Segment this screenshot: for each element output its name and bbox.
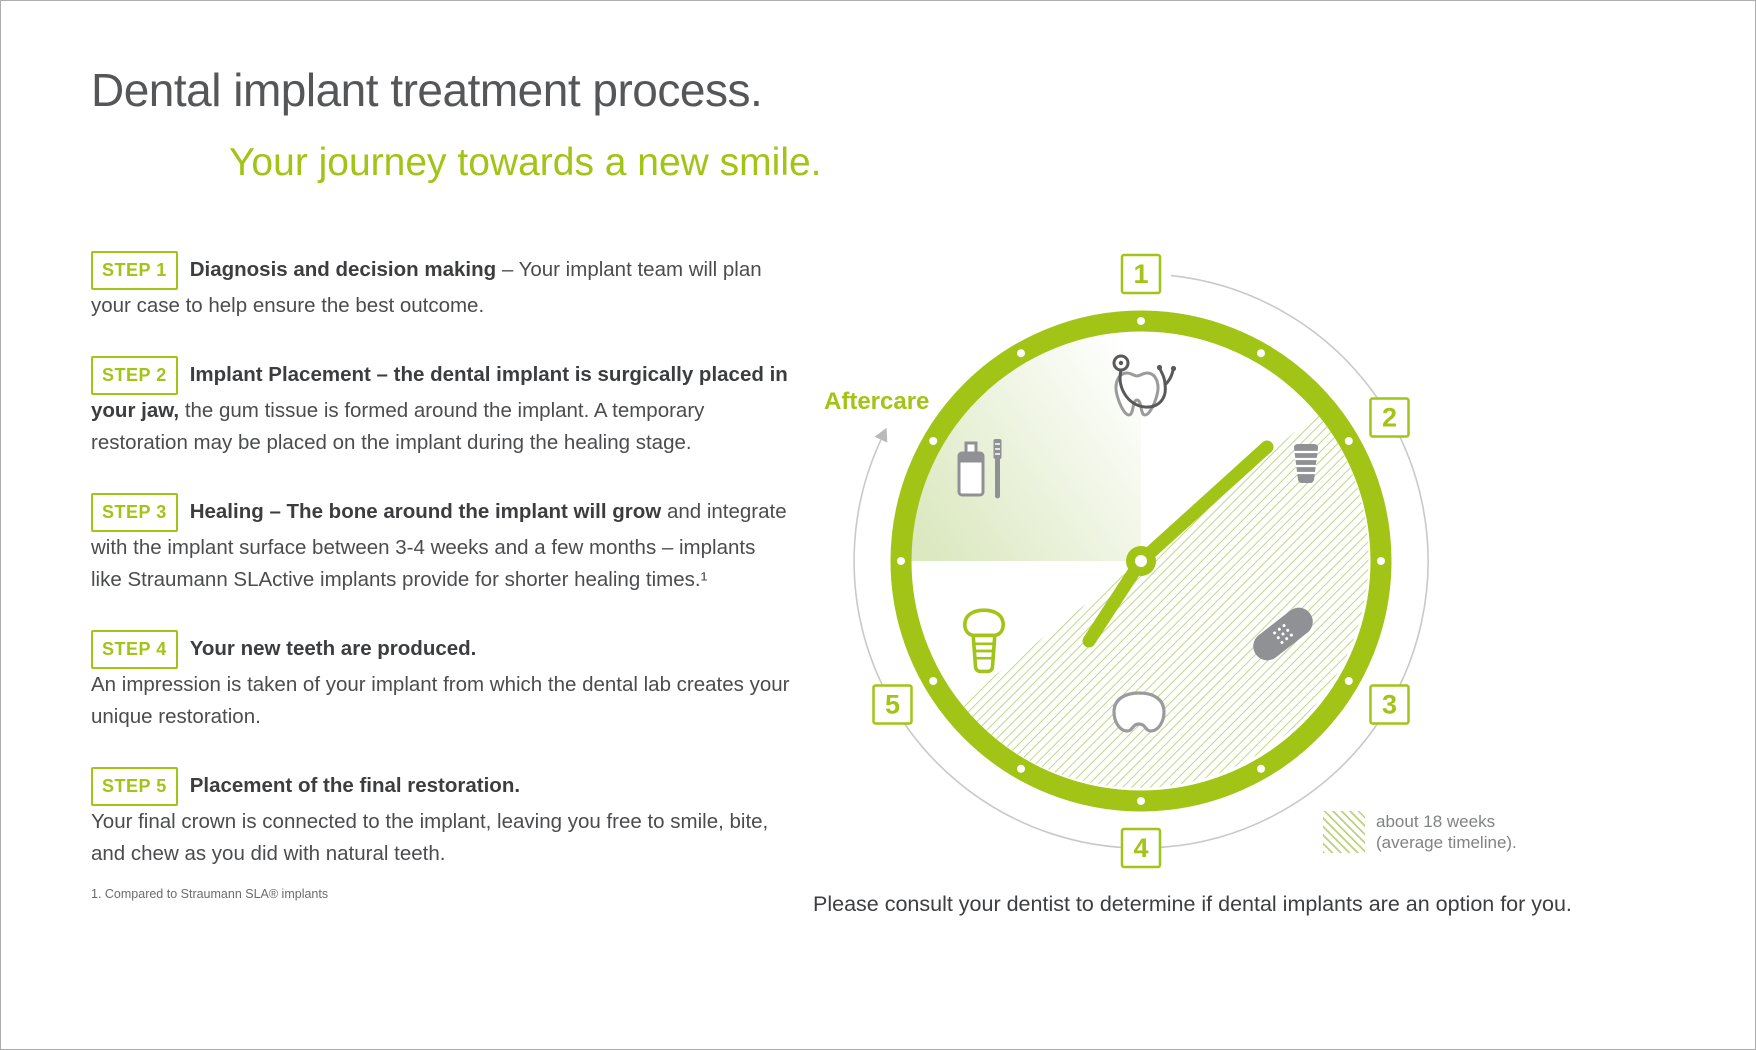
legend-line-2: (average timeline). bbox=[1376, 833, 1517, 852]
step-5-badge: STEP 5 bbox=[91, 767, 178, 806]
legend-line-1: about 18 weeks bbox=[1376, 812, 1496, 831]
page-title: Dental implant treatment process. bbox=[91, 64, 763, 116]
crown-icon bbox=[1112, 691, 1166, 733]
clock-step-3-label: 3 bbox=[1382, 690, 1397, 720]
clock-step-1: 1 bbox=[1120, 253, 1162, 295]
step-2-text: the gum tissue is formed around the impl… bbox=[91, 399, 705, 454]
step-3-text: and integrate with the implant surface b… bbox=[91, 500, 787, 591]
aftercare-zone bbox=[911, 331, 1141, 561]
timeline-legend: about 18 weeks (average timeline). bbox=[1323, 811, 1517, 853]
clock-step-5: 5 bbox=[872, 684, 913, 725]
cycle-arrow-icon bbox=[874, 427, 888, 443]
step-5-text: Your final crown is connected to the imp… bbox=[91, 810, 769, 865]
step-4-badge: STEP 4 bbox=[91, 630, 178, 669]
step-5: STEP 5 Placement of the final restoration… bbox=[91, 767, 791, 870]
clock-step-3: 3 bbox=[1369, 684, 1410, 725]
clock-step-5-label: 5 bbox=[885, 690, 900, 720]
healing-timeline-sector bbox=[959, 413, 1369, 788]
toothpaste-toothbrush-icon bbox=[957, 439, 1002, 499]
clock-hand-hour bbox=[1082, 554, 1148, 648]
step-4: STEP 4 Your new teeth are produced. An im… bbox=[91, 630, 791, 733]
step-1-heading: Diagnosis and decision making bbox=[189, 258, 497, 281]
tooth-stethoscope-icon bbox=[1112, 354, 1177, 417]
clock-step-2: 2 bbox=[1369, 397, 1410, 438]
step-2-badge: STEP 2 bbox=[91, 356, 178, 395]
footnote: 1. Compared to Straumann SLA® implants bbox=[91, 887, 329, 901]
clock-step-4: 4 bbox=[1120, 827, 1162, 869]
treatment-clock: 1 2 3 4 5 bbox=[841, 241, 1441, 881]
step-1-badge: STEP 1 bbox=[91, 251, 178, 290]
step-3-heading: Healing – The bone around the implant wi… bbox=[189, 500, 662, 523]
step-1-text: – Your implant team will plan your case … bbox=[91, 258, 762, 317]
legend-text: about 18 weeks (average timeline). bbox=[1376, 811, 1517, 853]
treatment-clock-svg: 1 2 3 4 5 bbox=[853, 253, 1429, 869]
clock-tick-dots bbox=[897, 317, 1385, 805]
step-1: STEP 1 Diagnosis and decision making – Yo… bbox=[91, 251, 791, 322]
hatch-swatch bbox=[1323, 811, 1365, 853]
step-3: STEP 3 Healing – The bone around the impl… bbox=[91, 493, 791, 596]
clock-step-4-label: 4 bbox=[1133, 833, 1148, 863]
steps-list: STEP 1 Diagnosis and decision making – Yo… bbox=[91, 251, 791, 904]
step-2-heading: Implant Placement – the dental implant i… bbox=[91, 363, 788, 422]
step-4-text: An impression is taken of your implant f… bbox=[91, 673, 790, 728]
implant-screw-icon bbox=[1294, 444, 1318, 483]
clock-step-2-label: 2 bbox=[1382, 403, 1397, 433]
aftercare-label: Aftercare bbox=[824, 388, 930, 415]
cycle-arc bbox=[853, 274, 1429, 849]
clock-hub-dot bbox=[1135, 555, 1147, 567]
implant-crown-icon bbox=[962, 608, 1006, 674]
step-4-heading: Your new teeth are produced. bbox=[189, 637, 477, 660]
step-3-badge: STEP 3 bbox=[91, 493, 178, 532]
bandage-icon bbox=[1253, 607, 1313, 661]
clock-step-1-label: 1 bbox=[1133, 259, 1148, 289]
step-5-heading: Placement of the final restoration. bbox=[189, 774, 521, 797]
page-subtitle: Your journey towards a new smile. bbox=[229, 141, 822, 184]
footer-caption: Please consult your dentist to determine… bbox=[813, 892, 1572, 916]
clock-hand-minute bbox=[1134, 440, 1274, 568]
